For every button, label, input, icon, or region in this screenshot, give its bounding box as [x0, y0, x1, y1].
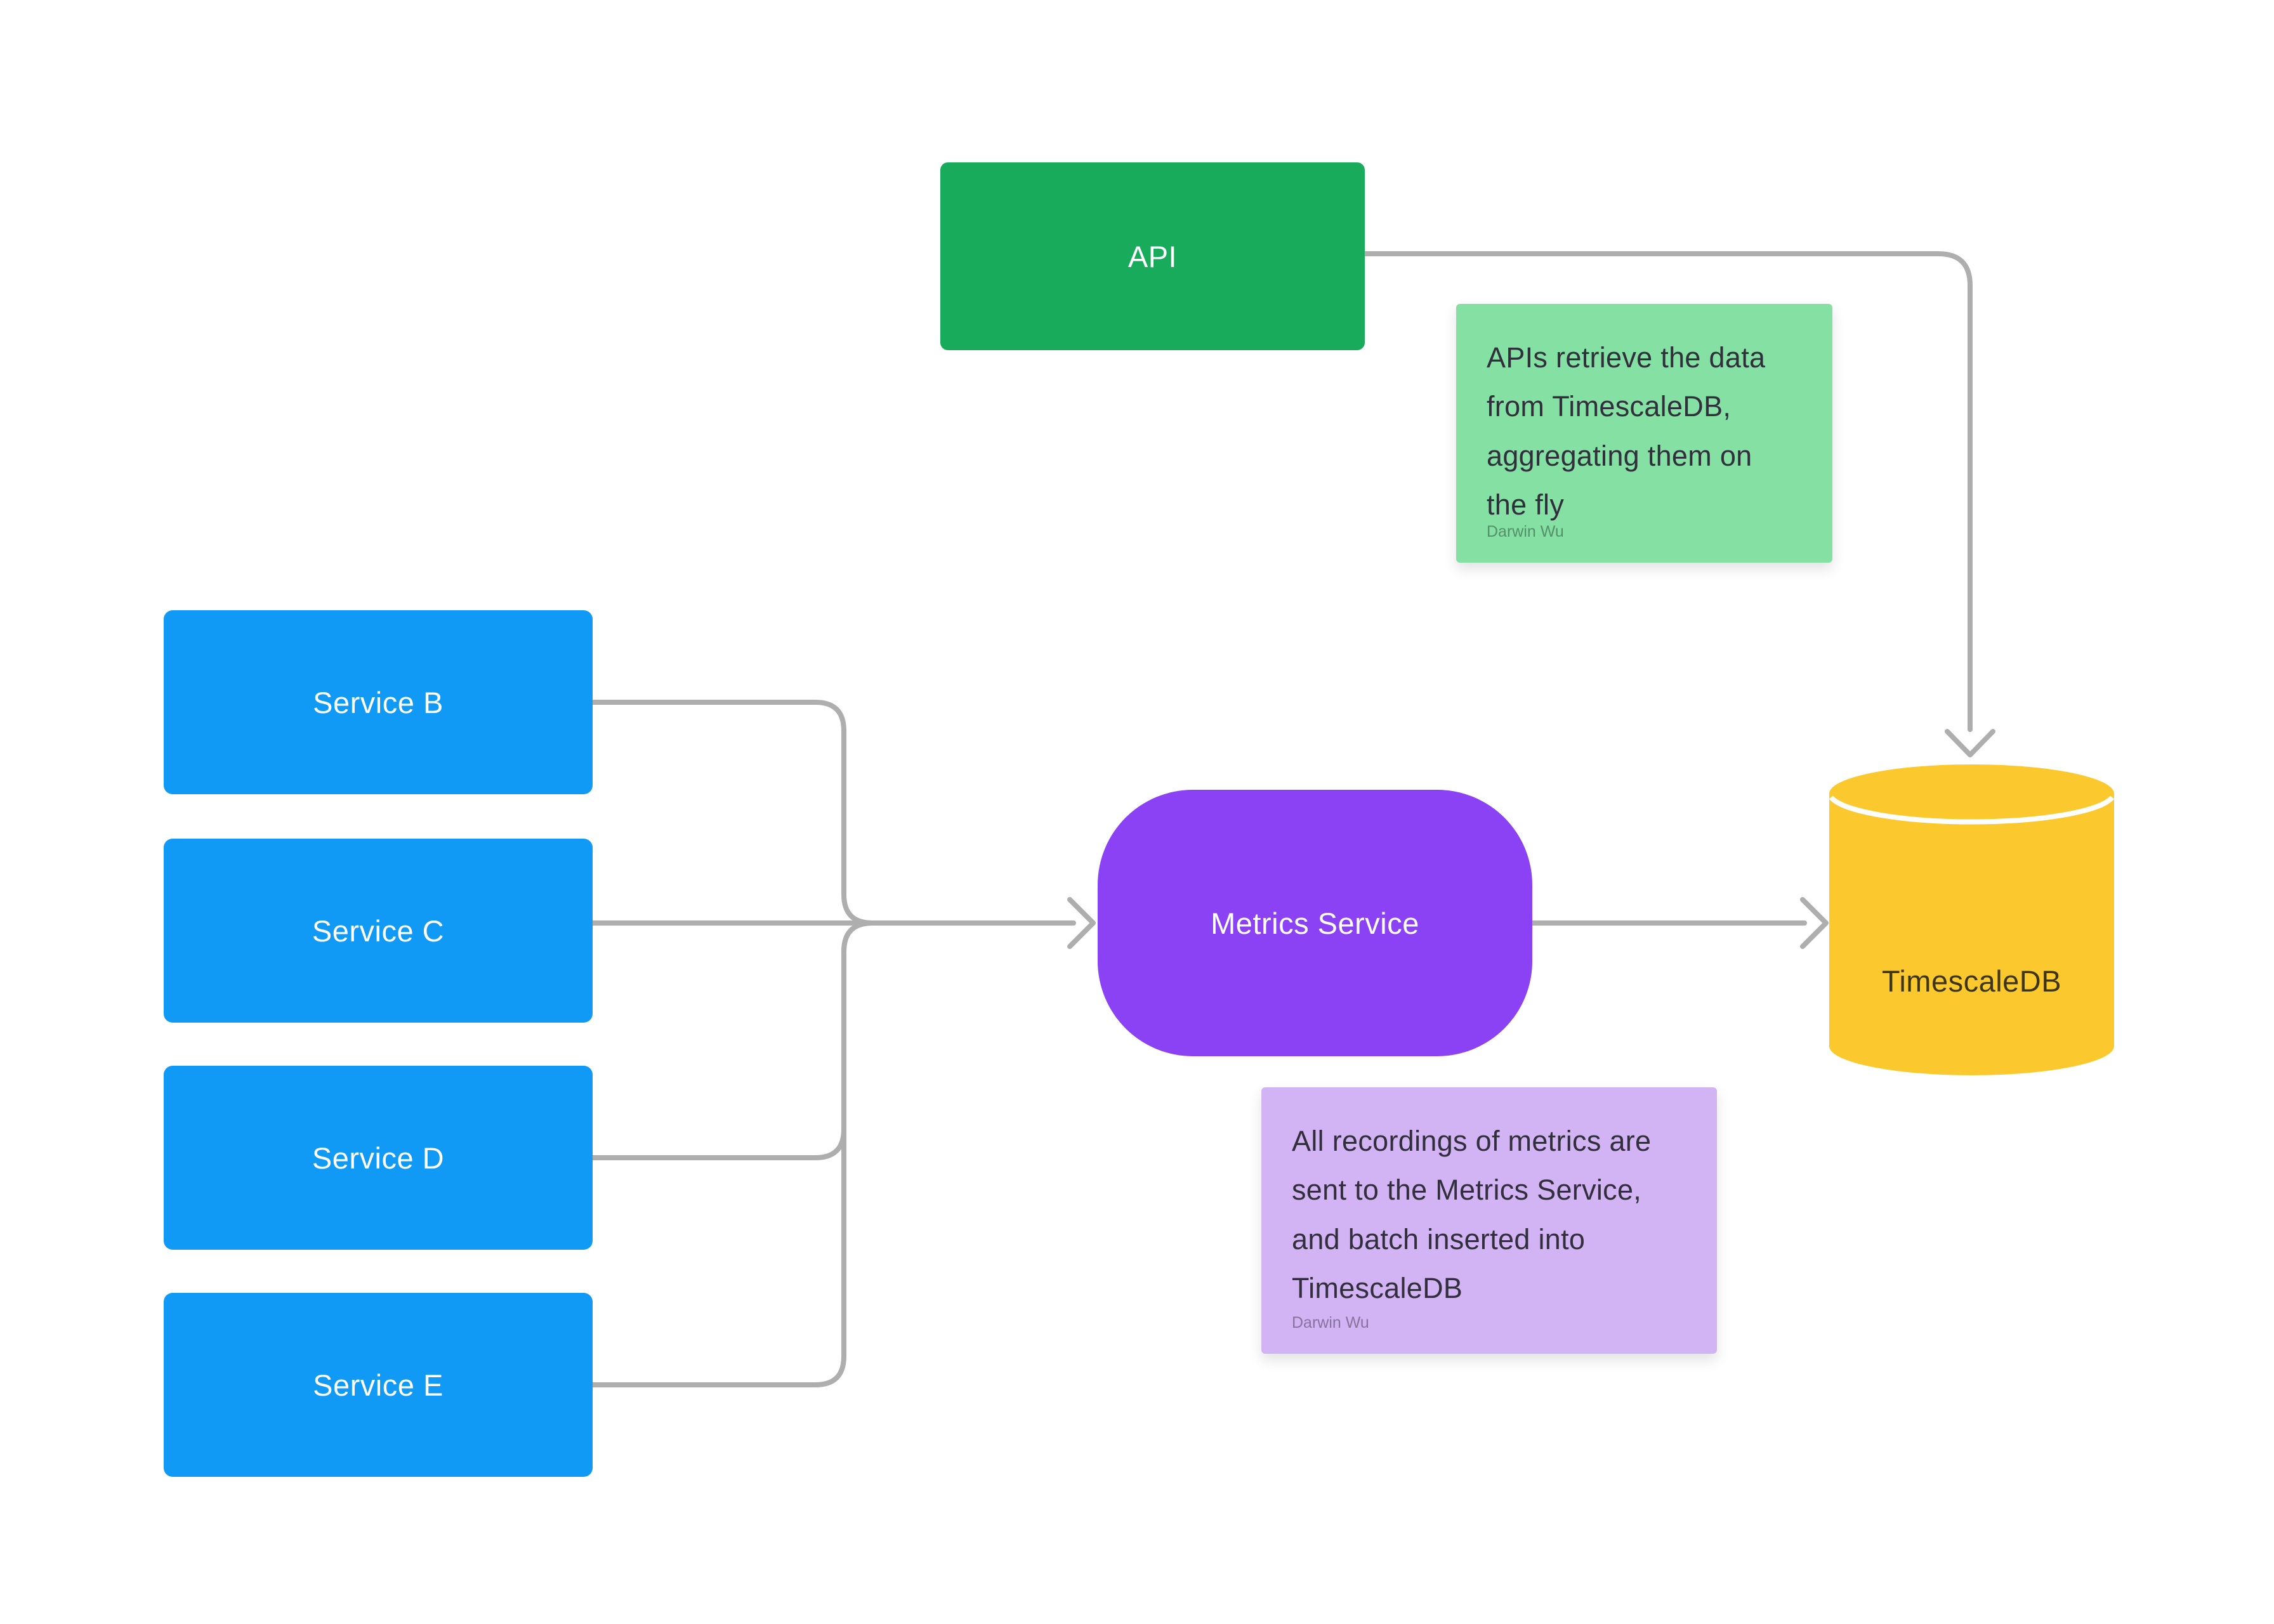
sticky-note-api-text: APIs retrieve the data from TimescaleDB,…: [1487, 341, 1766, 521]
api-node-label: API: [1127, 239, 1178, 273]
arrowhead-into-metrics: [1067, 897, 1096, 949]
database-cylinder-icon: [1829, 764, 2114, 1075]
arrowhead-into-db-from-metrics: [1800, 897, 1829, 949]
timescaledb-node[interactable]: TimescaleDB: [1829, 764, 2114, 1075]
sticky-note-api-author: Darwin Wu: [1487, 523, 1564, 540]
service-d-label: Service D: [312, 1141, 445, 1175]
service-b-node[interactable]: Service B: [164, 610, 593, 794]
api-node[interactable]: API: [940, 162, 1365, 350]
service-d-node[interactable]: Service D: [164, 1066, 593, 1250]
connector-api-to-db[interactable]: [1362, 251, 1973, 732]
sticky-note-metrics-text: All recordings of metrics are sent to th…: [1292, 1125, 1652, 1305]
sticky-note-metrics-author: Darwin Wu: [1292, 1314, 1369, 1332]
service-b-label: Service B: [313, 685, 444, 719]
sticky-note-metrics[interactable]: All recordings of metrics are sent to th…: [1261, 1087, 1717, 1354]
arrowhead-into-db-from-api: [1945, 729, 1995, 757]
connector-service-d-to-merge[interactable]: [590, 920, 875, 1160]
service-e-node[interactable]: Service E: [164, 1293, 593, 1477]
connector-service-e-to-merge[interactable]: [590, 920, 875, 1387]
metrics-service-node[interactable]: Metrics Service: [1098, 790, 1532, 1056]
metrics-service-label: Metrics Service: [1211, 906, 1419, 940]
timescaledb-label: TimescaleDB: [1881, 964, 2062, 998]
service-c-label: Service C: [312, 914, 445, 948]
service-e-label: Service E: [313, 1368, 444, 1402]
connector-service-b-to-merge[interactable]: [590, 700, 875, 926]
sticky-note-api[interactable]: APIs retrieve the data from TimescaleDB,…: [1456, 304, 1832, 563]
service-c-node[interactable]: Service C: [164, 839, 593, 1023]
